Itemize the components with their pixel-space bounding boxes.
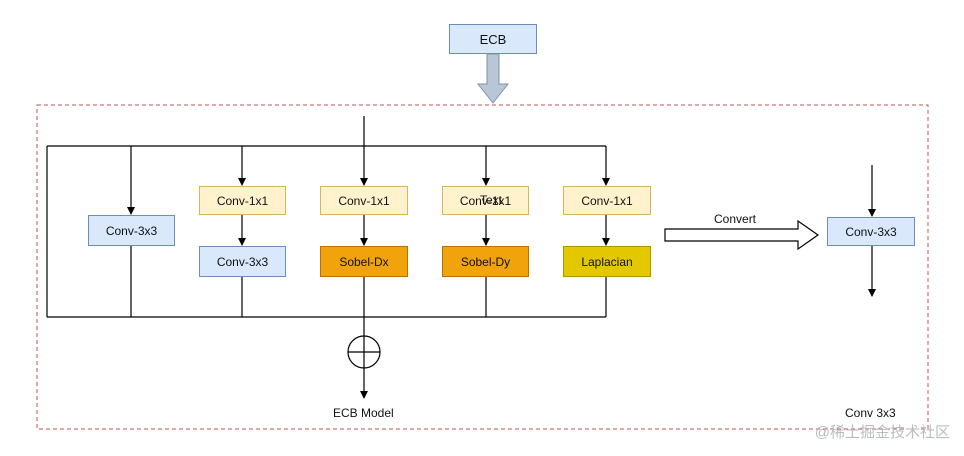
ecb-model-container [36, 104, 929, 430]
convert-arrow [664, 219, 820, 251]
conv1x1-branch5: Conv-1x1 [563, 186, 651, 215]
sobel-dx-block: Sobel-Dx [320, 246, 408, 277]
conv3x3-result: Conv-3x3 [827, 217, 915, 246]
ecb-model-caption: ECB Model [333, 406, 394, 420]
conv3x3-branch2: Conv-3x3 [199, 246, 286, 277]
conv1x1-branch3: Conv-1x1 [320, 186, 408, 215]
laplacian-block: Laplacian [563, 246, 651, 277]
sobel-dy-block: Sobel-Dy [442, 246, 529, 277]
conv3x3-branch1: Conv-3x3 [88, 215, 175, 246]
watermark: @稀土掘金技术社区 [814, 424, 950, 441]
conv3x3-caption: Conv 3x3 [845, 406, 896, 420]
ecb-block: ECB [449, 24, 537, 54]
conv1x1-branch4: Conv-1x1 [442, 186, 529, 215]
convert-label: Convert [714, 212, 757, 226]
big-down-arrow [476, 53, 510, 104]
conv1x1-branch2: Conv-1x1 [199, 186, 286, 215]
